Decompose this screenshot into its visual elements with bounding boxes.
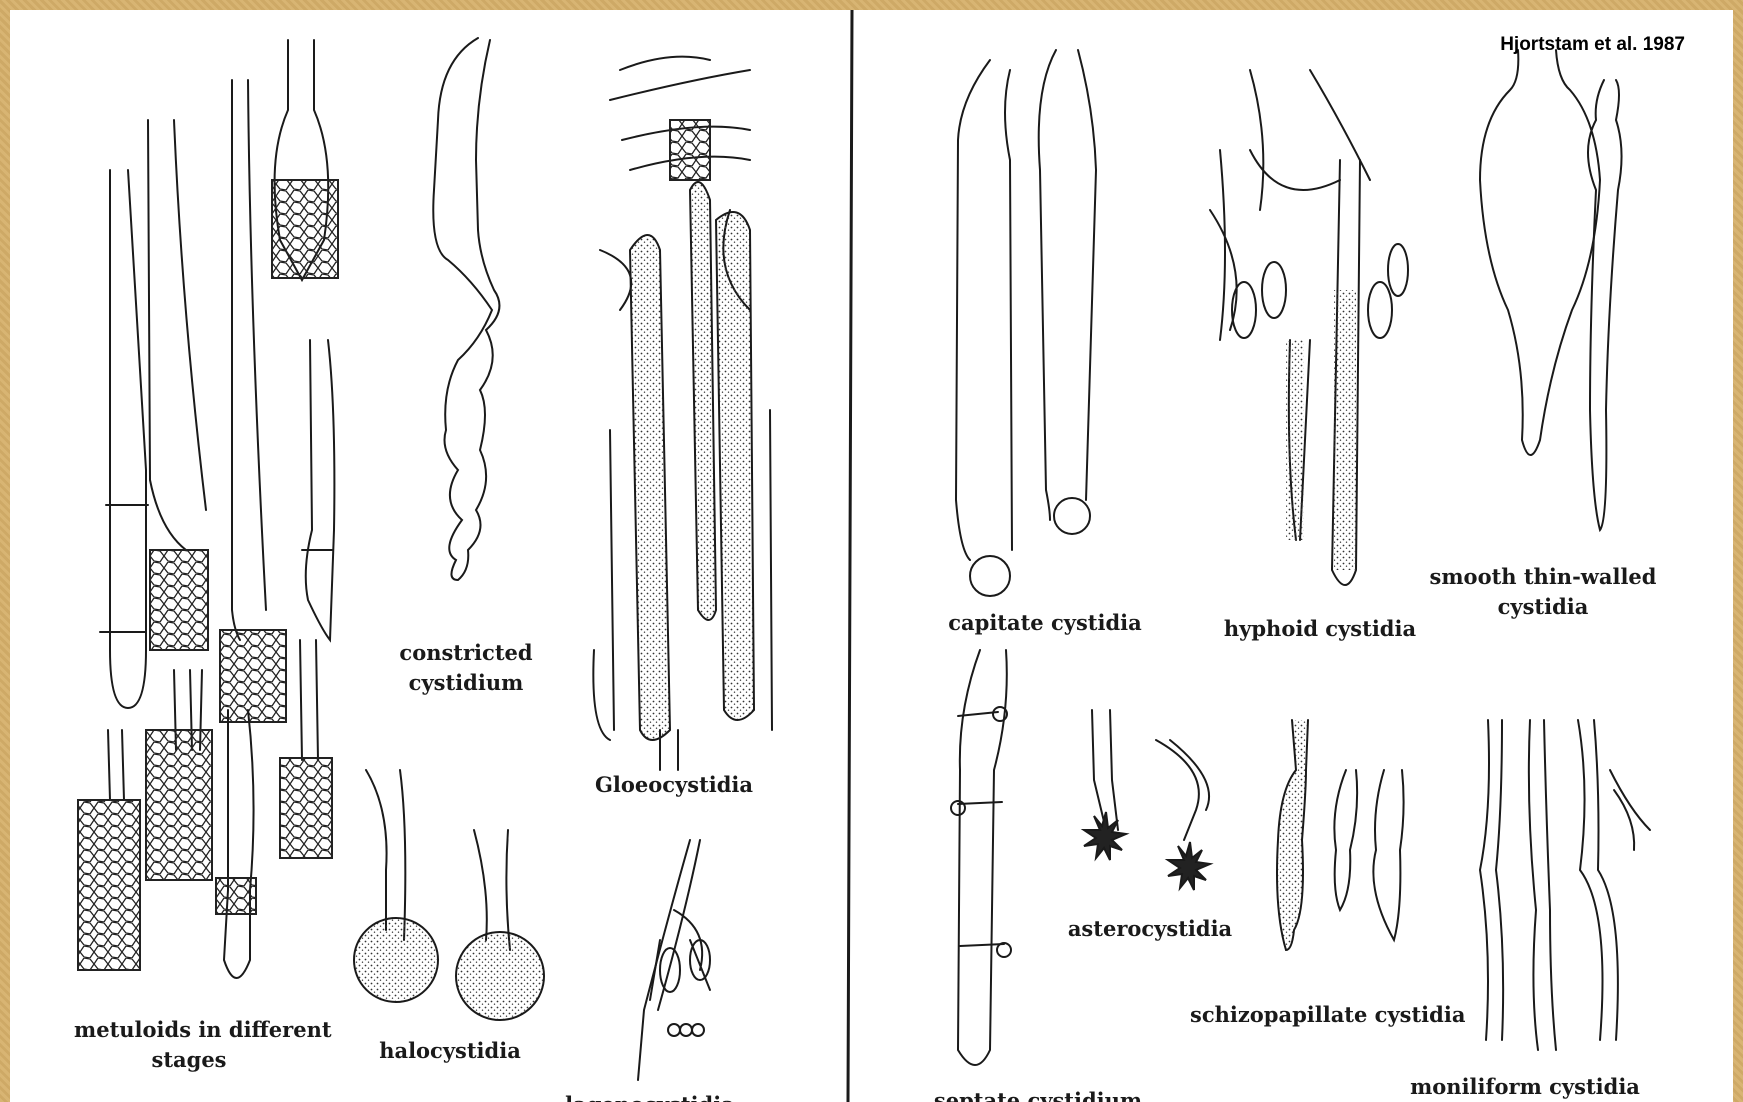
caption-metuloids-line1: metuloids in different bbox=[74, 1015, 304, 1045]
caption-constricted-line2: cystidium bbox=[396, 668, 536, 698]
halocystidia-drawing bbox=[354, 770, 544, 1020]
caption-constricted: constricted cystidium bbox=[396, 638, 536, 698]
caption-gloeocystidia: Gloeocystidia bbox=[594, 770, 754, 800]
asterocystidia-drawing bbox=[1084, 710, 1210, 890]
lagenocystidia-drawing bbox=[638, 840, 710, 1080]
constricted-drawing bbox=[433, 38, 499, 580]
attribution-credit: Hjortstam et al. 1987 bbox=[1500, 34, 1685, 56]
caption-halocystidia: halocystidia bbox=[370, 1036, 530, 1066]
caption-metuloids: metuloids in different stages bbox=[74, 1015, 304, 1075]
caption-septate: septate cystidium bbox=[928, 1086, 1148, 1102]
caption-moniliform: moniliform cystidia bbox=[1410, 1072, 1640, 1102]
cystidia-drawings bbox=[10, 10, 1733, 1102]
caption-lagenocystidia: lagenocystidia bbox=[560, 1090, 740, 1102]
moniliform-drawing bbox=[1480, 720, 1650, 1050]
septate-drawing bbox=[951, 650, 1011, 1065]
caption-capitate: capitate cystidia bbox=[945, 608, 1145, 638]
caption-smooth-line1: smooth thin-walled bbox=[1428, 562, 1658, 592]
caption-smooth: smooth thin-walled cystidia bbox=[1428, 562, 1658, 622]
caption-hyphoid: hyphoid cystidia bbox=[1220, 614, 1420, 644]
page-divider bbox=[848, 10, 852, 1102]
hyphoid-drawing bbox=[1210, 70, 1408, 585]
caption-metuloids-line2: stages bbox=[74, 1045, 304, 1075]
gloeocystidia-drawing bbox=[593, 57, 772, 770]
caption-smooth-line2: cystidia bbox=[1428, 592, 1658, 622]
caption-schizopapillate: schizopapillate cystidia bbox=[1190, 1000, 1460, 1030]
caption-asterocystidia: asterocystidia bbox=[1060, 914, 1240, 944]
smooth-thin-walled-drawing bbox=[1480, 50, 1622, 530]
caption-constricted-line1: constricted bbox=[396, 638, 536, 668]
illustration-plate: Hjortstam et al. 1987 metuloids in diffe… bbox=[10, 10, 1733, 1102]
metuloid-drawings bbox=[78, 40, 338, 978]
capitate-drawing bbox=[956, 50, 1096, 596]
schizopapillate-drawing bbox=[1277, 720, 1404, 950]
